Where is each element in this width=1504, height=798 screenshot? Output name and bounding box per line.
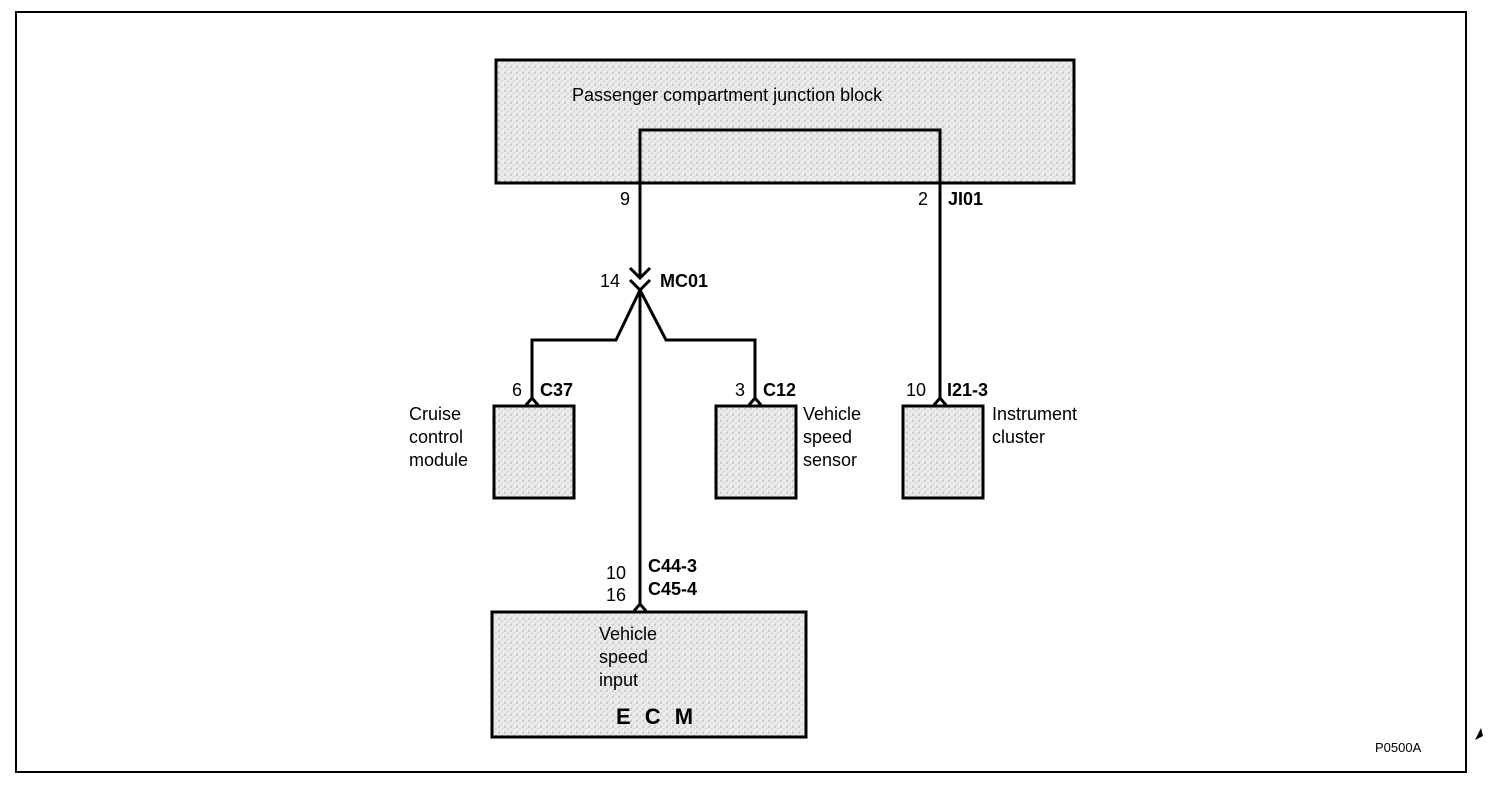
splice-pin: 14 [600, 271, 620, 291]
corner-mark-icon [1475, 728, 1483, 740]
sensor-connector-label: C12 [763, 380, 796, 400]
ecm-pin-2: 16 [606, 585, 626, 605]
cluster-pin: 10 [906, 380, 926, 400]
diagram-frame [15, 11, 1467, 773]
cluster-connector-icon [932, 395, 948, 406]
wire-splice-to-cruise [530, 289, 642, 398]
junction-block-title: Passenger compartment junction block [572, 85, 883, 105]
instrument-cluster-box [901, 404, 985, 500]
junction-block-box [494, 58, 1076, 185]
sensor-label-line-2: speed [803, 427, 852, 447]
ecm-connector-icon [632, 601, 648, 612]
ecm-input-line-2: speed [599, 647, 648, 667]
cluster-connector-label: I21-3 [947, 380, 988, 400]
sensor-connector-icon [747, 395, 763, 406]
cruise-connector-icon [524, 395, 540, 406]
cruise-pin: 6 [512, 380, 522, 400]
speed-sensor-box [714, 404, 798, 500]
ecm-input-line-1: Vehicle [599, 624, 657, 644]
cruise-label-line-2: control [409, 427, 463, 447]
cluster-label-line-1: Instrument [992, 404, 1077, 424]
ecm-box [490, 610, 808, 739]
wire-splice-to-sensor [638, 289, 757, 398]
ecm-input-line-3: input [599, 670, 638, 690]
cruise-label-line-3: module [409, 450, 468, 470]
junction-internal-wire [638, 128, 942, 183]
ecm-connector-1: C44-3 [648, 556, 697, 576]
ecm-connector-2: C45-4 [648, 579, 697, 599]
cruise-connector-label: C37 [540, 380, 573, 400]
figure-id: P0500A [1375, 740, 1422, 755]
splice-connector-icon [628, 266, 652, 281]
ecm-name: E C M [616, 704, 697, 729]
cruise-label-line-1: Cruise [409, 404, 461, 424]
junction-pin-right: 2 [918, 189, 928, 209]
sensor-pin: 3 [735, 380, 745, 400]
ecm-pin-1: 10 [606, 563, 626, 583]
cruise-module-box [492, 404, 576, 500]
splice-connector-icon-lower [628, 278, 652, 293]
cluster-label-line-2: cluster [992, 427, 1045, 447]
splice-connector-label: MC01 [660, 271, 708, 291]
sensor-label-line-3: sensor [803, 450, 857, 470]
junction-pin-left: 9 [620, 189, 630, 209]
junction-connector-label: JI01 [948, 189, 983, 209]
sensor-label-line-1: Vehicle [803, 404, 861, 424]
